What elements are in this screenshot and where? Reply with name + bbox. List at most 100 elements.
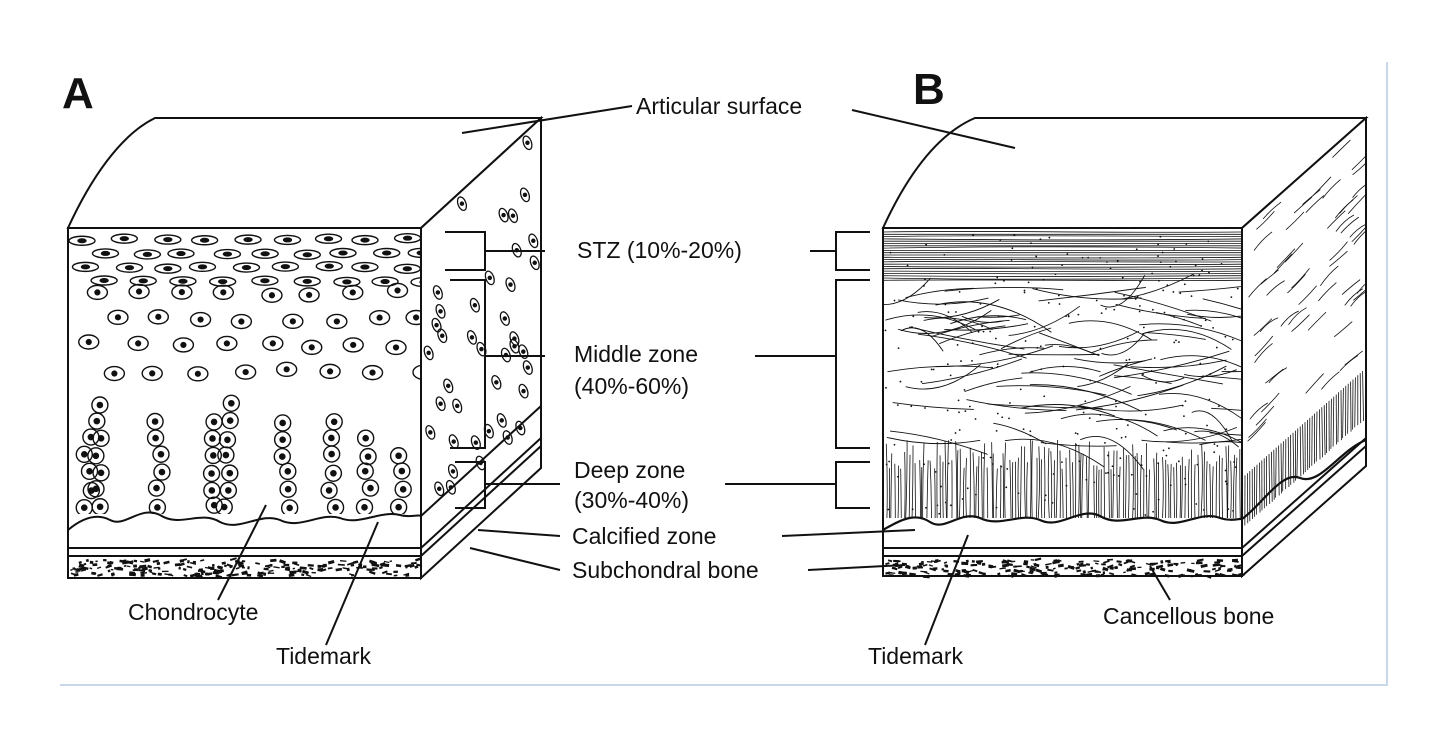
bone-speck xyxy=(1080,573,1086,576)
round-chondrocyte xyxy=(189,311,212,328)
deep-fiber xyxy=(958,448,961,518)
matrix-dot xyxy=(1168,447,1170,450)
matrix-dot xyxy=(961,498,964,500)
bone-speck xyxy=(141,571,148,575)
deep-fiber xyxy=(1072,462,1074,518)
matrix-dot xyxy=(1128,358,1131,361)
side-deep-fiber xyxy=(1342,388,1344,439)
bone-speck xyxy=(246,573,252,577)
round-chondrocyte xyxy=(298,287,320,303)
matrix-dot xyxy=(1145,475,1148,477)
superficial-fiber xyxy=(883,263,1241,266)
bone-speck xyxy=(73,572,79,577)
deep-fiber xyxy=(1116,450,1118,518)
round-chondrocyte-nucleus xyxy=(220,289,227,296)
bone-speck xyxy=(929,567,937,572)
flat-chondrocyte-nucleus xyxy=(243,237,253,243)
round-chondrocyte xyxy=(107,309,129,326)
deep-fiber xyxy=(1194,464,1196,518)
flat-chondrocyte xyxy=(234,234,262,245)
bone-speck xyxy=(416,563,423,567)
column-chondrocyte xyxy=(221,411,239,430)
bone-speck xyxy=(366,568,371,571)
middle-fiber xyxy=(1008,305,1081,336)
middle-fiber xyxy=(900,327,944,352)
matrix-dot xyxy=(981,325,983,328)
bone-speck xyxy=(309,567,314,571)
matrix-dot xyxy=(1150,370,1153,372)
middle-fiber xyxy=(1139,323,1241,342)
bone-speck xyxy=(988,564,994,568)
column-chondrocyte-nucleus xyxy=(330,469,337,477)
column-chondrocyte-nucleus xyxy=(152,434,159,442)
side-chondrocyte xyxy=(518,383,529,399)
deep-fiber xyxy=(1197,454,1200,518)
middle-fiber xyxy=(1060,413,1158,437)
bone-speck xyxy=(1064,567,1068,570)
bone-speck xyxy=(961,561,969,566)
bone-speck xyxy=(182,567,187,572)
round-chondrocyte-nucleus xyxy=(180,341,187,349)
matrix-dot xyxy=(925,506,927,509)
flat-chondrocyte xyxy=(329,247,357,259)
bone-speck xyxy=(257,574,264,578)
bone-speck xyxy=(140,573,145,577)
block-a xyxy=(66,115,544,581)
matrix-dot xyxy=(885,386,887,389)
bone-speck xyxy=(1212,563,1220,567)
matrix-dot xyxy=(999,239,1002,241)
matrix-dot xyxy=(1121,276,1124,279)
column-chondrocyte-nucleus xyxy=(361,467,369,475)
bone-speck xyxy=(179,559,185,563)
flat-chondrocyte-nucleus xyxy=(241,265,252,271)
bone-speck xyxy=(97,573,103,577)
flat-chondrocyte-nucleus xyxy=(142,251,153,257)
deep-fiber xyxy=(983,443,986,518)
bone-speck xyxy=(223,564,227,568)
side-fiber xyxy=(1349,222,1366,238)
side-chondrocyte-nucleus xyxy=(521,349,526,354)
matrix-dot xyxy=(1200,325,1203,327)
flat-chondrocyte xyxy=(393,263,420,274)
bone-speck xyxy=(943,561,948,564)
round-chondrocyte xyxy=(412,364,420,380)
bone-speck xyxy=(368,570,376,575)
matrix-dot xyxy=(1142,373,1144,376)
flat-chondrocyte xyxy=(213,248,242,260)
deep-fiber xyxy=(1043,446,1046,518)
leader-chondrocyte xyxy=(217,504,267,601)
middle-fiber xyxy=(1021,372,1132,395)
side-chondrocyte-nucleus xyxy=(436,486,442,492)
round-chondrocyte xyxy=(275,361,298,378)
middle-fiber xyxy=(898,310,992,334)
flat-chondrocyte-nucleus xyxy=(163,266,173,272)
matrix-dot xyxy=(950,504,952,507)
matrix-dot xyxy=(1159,235,1162,238)
bone-speck xyxy=(405,566,408,569)
bone-speck xyxy=(1211,567,1217,571)
column-chondrocyte xyxy=(355,498,374,514)
bone-speck xyxy=(92,572,97,575)
bone-speck xyxy=(976,561,982,566)
flat-chondrocyte xyxy=(188,261,217,273)
flat-chondrocyte-nucleus xyxy=(380,279,390,285)
matrix-dot xyxy=(1140,464,1143,466)
side-chondrocyte-nucleus xyxy=(525,365,531,370)
bone-speck xyxy=(346,567,350,572)
matrix-dot xyxy=(1047,302,1050,304)
matrix-dot xyxy=(1087,256,1090,259)
side-deep-fiber xyxy=(1280,443,1283,494)
column-chondrocyte-nucleus xyxy=(208,470,215,477)
middle-fiber xyxy=(1120,273,1194,300)
matrix-dot xyxy=(950,439,953,441)
column-chondrocyte-nucleus xyxy=(157,450,165,458)
bone-speck xyxy=(887,559,893,563)
matrix-dot xyxy=(939,316,941,319)
deep-fiber xyxy=(1098,469,1100,518)
column-chondrocyte-nucleus xyxy=(222,451,230,459)
flat-chondrocyte xyxy=(407,247,420,259)
column-chondrocyte xyxy=(80,462,99,481)
matrix-dot xyxy=(1196,463,1199,466)
matrix-dot xyxy=(1199,362,1202,365)
bone-speck xyxy=(1237,564,1243,567)
